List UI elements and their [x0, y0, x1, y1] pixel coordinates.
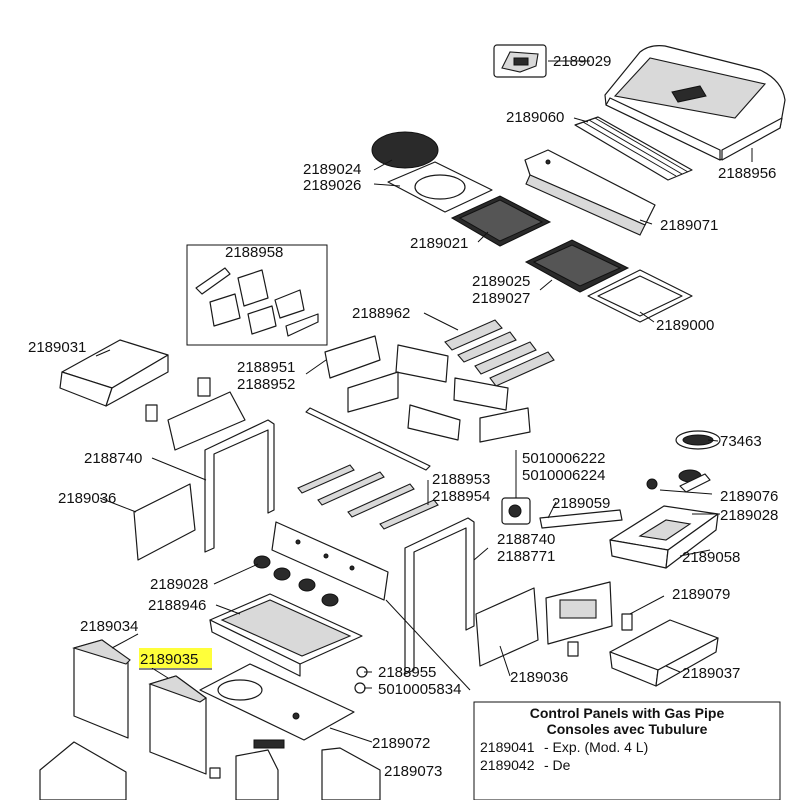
label-2189021: 2189021 — [410, 235, 468, 252]
fasteners-part — [354, 666, 368, 694]
label-2188771: 2188771 — [497, 548, 555, 565]
label-2189024: 2189024 — [303, 161, 361, 178]
label-5010005834: 5010005834 — [378, 681, 461, 698]
control-panel-part — [271, 521, 389, 601]
label-2189028-left: 2189028 — [150, 576, 208, 593]
label-2189072: 2189072 — [372, 735, 430, 752]
label-2188740-right: 2188740 — [497, 531, 555, 548]
label-2188951: 2188951 — [237, 359, 295, 376]
side-burner-grate-part — [675, 430, 721, 450]
label-2189037: 2189037 — [682, 665, 740, 682]
bottom-shelf-part — [199, 663, 355, 741]
left-leg-part — [204, 419, 275, 553]
label-2188740-left: 2188740 — [84, 450, 142, 467]
cross-bar-part — [539, 509, 623, 529]
label-2188954: 2188954 — [432, 488, 490, 505]
leader-lines — [95, 60, 753, 743]
label-2188952: 2188952 — [237, 376, 295, 393]
right-side-shelf-part — [609, 505, 719, 569]
table-title-en: Control Panels with Gas Pipe — [530, 705, 725, 721]
table-title-fr: Consoles avec Tubulure — [547, 721, 708, 737]
control-panel-table: Control Panels with Gas Pipe Consoles av… — [473, 701, 781, 800]
small-flame-tamers-part — [195, 267, 319, 337]
regulator-part — [501, 497, 531, 525]
label-2188953: 2188953 — [432, 471, 490, 488]
flame-tamer-inset-box — [186, 244, 328, 346]
label-2189076: 2189076 — [720, 488, 778, 505]
label-2188955: 2188955 — [378, 664, 436, 681]
label-2189073: 2189073 — [384, 763, 442, 780]
plate-part — [587, 269, 693, 323]
control-knobs-part — [253, 555, 339, 607]
label-2189035: 2189035 — [140, 651, 198, 668]
label-2189026: 2189026 — [303, 177, 361, 194]
left-door-part — [72, 639, 131, 739]
griddle-part — [524, 239, 630, 293]
table-row-part: 2189041 — [480, 739, 535, 755]
label-5010006224: 5010006224 — [522, 467, 605, 484]
round-grate-frame-part — [387, 161, 493, 213]
label-2189031: 2189031 — [28, 339, 86, 356]
grease-tray-frame-part — [209, 593, 363, 677]
label-highlight — [139, 648, 212, 668]
label-2189028-right: 2189028 — [720, 507, 778, 524]
label-2189036-left: 2189036 — [58, 490, 116, 507]
rear-heat-shield-part — [524, 149, 656, 236]
right-door-part — [148, 675, 207, 775]
table-row-desc: - De — [544, 757, 571, 773]
label-2189079: 2189079 — [672, 586, 730, 603]
label-2188946: 2188946 — [148, 597, 206, 614]
table-frame — [473, 701, 781, 800]
label-2189034: 2189034 — [80, 618, 138, 635]
label-2189058: 2189058 — [682, 549, 740, 566]
table-row-desc: - Exp. (Mod. 4 L) — [544, 739, 648, 755]
flame-tamers-part — [444, 319, 555, 387]
label-2188958: 2188958 — [225, 244, 283, 261]
label-2189025: 2189025 — [472, 273, 530, 290]
label-2189060: 2189060 — [506, 109, 564, 126]
round-grate-part — [371, 131, 439, 169]
label-2189027: 2189027 — [472, 290, 530, 307]
lid-handle-part — [493, 44, 547, 78]
label-2189000: 2189000 — [656, 317, 714, 334]
label-2188962: 2188962 — [352, 305, 410, 322]
side-burner-lid-part — [59, 339, 169, 407]
label-2188956: 2188956 — [718, 165, 776, 182]
label-2189059: 2189059 — [552, 495, 610, 512]
cooking-grate-part — [450, 195, 552, 247]
burners-part — [297, 464, 439, 530]
label-2189036-right: 2189036 — [510, 669, 568, 686]
left-side-panel-part — [133, 483, 196, 561]
table-row-part: 2189042 — [480, 757, 535, 773]
rear-panel-part — [545, 581, 633, 657]
right-leg-part — [404, 517, 475, 675]
label-2189071: 2189071 — [660, 217, 718, 234]
side-burner-assembly-part — [145, 377, 246, 451]
label-2189029: 2189029 — [553, 53, 611, 70]
side-burner-part — [646, 469, 711, 493]
warming-rack-part — [574, 116, 693, 181]
lid-part — [604, 45, 786, 161]
part-number-labels: 2189029 2189060 2188956 2189024 2189026 … — [28, 53, 778, 780]
bottom-tray-part — [39, 739, 381, 800]
burner-brackets-part — [305, 335, 531, 471]
label-5010006222: 5010006222 — [522, 450, 605, 467]
side-shelf-part — [609, 619, 719, 687]
right-side-panel-part — [475, 587, 539, 667]
label-73463: 73463 — [720, 433, 762, 450]
